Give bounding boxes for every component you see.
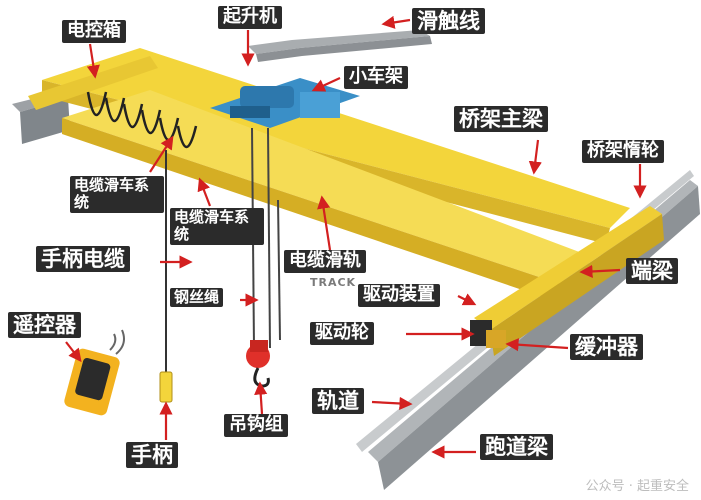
label-end-beam: 端梁 [626, 258, 678, 285]
label-cable-trolley-system-2: 电缆滑车系统 [170, 208, 264, 245]
label-cable-trolley-system-1: 电缆滑车系统 [70, 176, 164, 213]
label-handle-cable: 手柄电缆 [36, 246, 130, 273]
label-cable-track: 电缆滑轨 [284, 250, 366, 273]
label-buffer: 缓冲器 [570, 334, 643, 361]
pointer-arrows [65, 15, 647, 459]
label-trolley-line: 滑触线 [412, 8, 485, 35]
label-idler-wheel: 桥架惰轮 [582, 140, 664, 163]
hook-block [246, 340, 270, 388]
end-beam-left [28, 56, 158, 110]
runway-beam-top [248, 30, 432, 62]
label-main-girder: 桥架主梁 [454, 106, 548, 133]
label-pendant: 手柄 [126, 442, 178, 469]
label-runway-beam: 跑道梁 [480, 434, 553, 461]
end-beam-right [474, 206, 664, 356]
label-rail: 轨道 [312, 388, 364, 415]
label-wire-rope: 钢丝绳 [170, 288, 224, 308]
remote-control-device [64, 329, 125, 416]
label-hook-block: 吊钩组 [224, 414, 288, 437]
main-girder-front [62, 90, 590, 300]
label-drive-unit: 驱动装置 [358, 284, 440, 307]
label-electric-box: 电控箱 [62, 20, 126, 43]
label-drive-wheel: 驱动轮 [310, 322, 374, 345]
cable-festoon [86, 91, 198, 149]
track-text: TRACK [310, 276, 357, 289]
label-hoist: 起升机 [218, 6, 282, 29]
label-trolley-frame: 小车架 [344, 66, 408, 89]
label-remote-control: 遥控器 [8, 312, 81, 339]
watermark: 公众号 · 起重安全 [585, 479, 689, 494]
drive-wheel-block [470, 320, 506, 348]
